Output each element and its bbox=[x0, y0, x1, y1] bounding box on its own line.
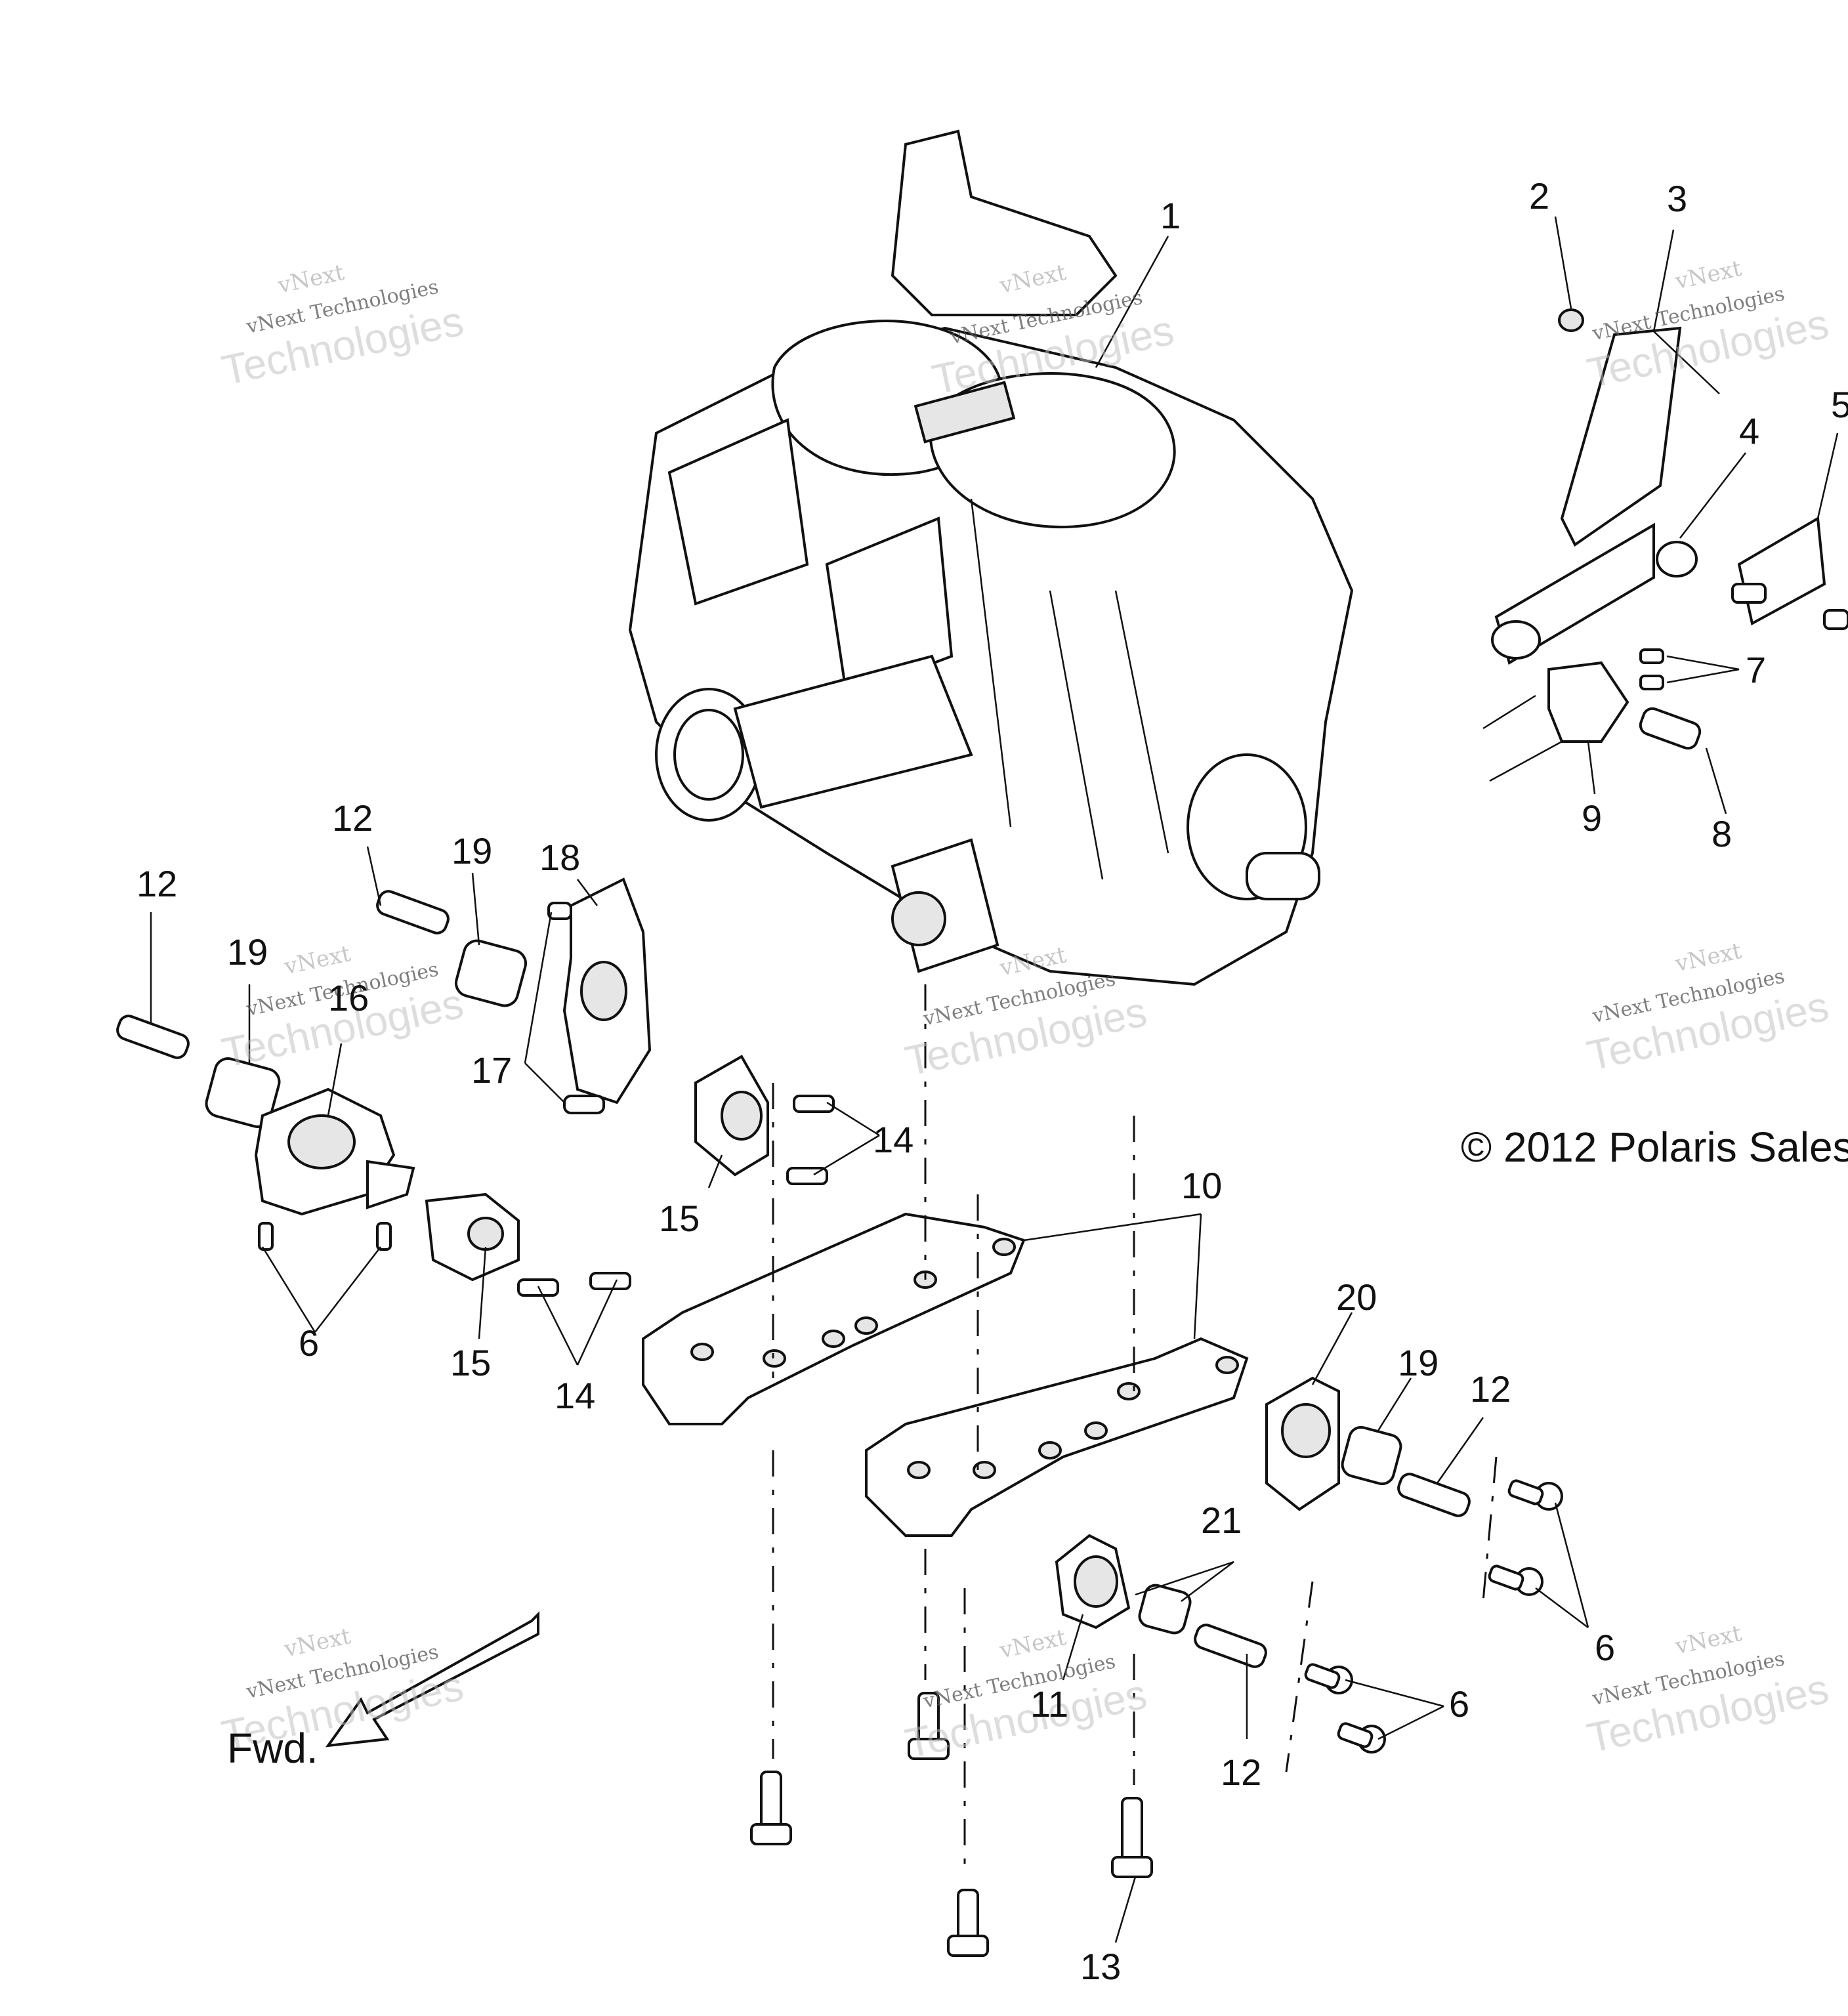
callout-9: 9 bbox=[1582, 797, 1602, 839]
callout-10: 10 bbox=[1181, 1165, 1222, 1206]
svg-text:vNext: vNext bbox=[997, 1624, 1068, 1664]
callout-17: 17 bbox=[471, 1049, 512, 1091]
callout-6-bottom: 6 bbox=[1449, 1683, 1469, 1725]
engine-assembly bbox=[628, 129, 1354, 986]
callout-8: 8 bbox=[1712, 813, 1732, 854]
mount-bracket-front bbox=[642, 1212, 1026, 1425]
callout-6-left: 6 bbox=[299, 1322, 319, 1364]
callout-15-upper: 15 bbox=[659, 1198, 700, 1239]
svg-text:vNext: vNext bbox=[1672, 255, 1744, 295]
callout-20: 20 bbox=[1336, 1276, 1377, 1318]
callout-labels: 1 2 3 4 5 6 6 6 7 8 9 10 11 12 12 12 12 … bbox=[136, 175, 1848, 1987]
callout-19-a: 19 bbox=[227, 931, 268, 973]
callout-21: 21 bbox=[1201, 1500, 1242, 1541]
callout-14-lower: 14 bbox=[555, 1375, 595, 1416]
callout-12-b: 12 bbox=[332, 797, 373, 839]
callout-3: 3 bbox=[1667, 178, 1687, 219]
forward-arrow bbox=[325, 1611, 539, 1748]
callout-16: 16 bbox=[328, 977, 369, 1018]
copyright-text: © 2012 Polaris Sales I bbox=[1461, 1124, 1848, 1171]
svg-text:vNext: vNext bbox=[282, 1623, 353, 1663]
svg-text:vNext: vNext bbox=[282, 940, 353, 980]
callout-19-b: 19 bbox=[452, 830, 492, 872]
callout-12-a: 12 bbox=[136, 863, 177, 904]
alignment-lines bbox=[772, 984, 1498, 1877]
leader-lines bbox=[150, 216, 1839, 1943]
callout-7: 7 bbox=[1746, 649, 1766, 690]
callout-14-upper: 14 bbox=[873, 1119, 914, 1160]
svg-text:vNext: vNext bbox=[275, 259, 346, 299]
callout-11: 11 bbox=[1030, 1683, 1068, 1725]
callout-6-right: 6 bbox=[1595, 1627, 1615, 1668]
forward-label: Fwd. bbox=[227, 1725, 318, 1772]
callout-2: 2 bbox=[1529, 175, 1549, 217]
callout-12-c: 12 bbox=[1470, 1368, 1511, 1410]
svg-text:vNext: vNext bbox=[1672, 1620, 1744, 1660]
bottom-bolts bbox=[750, 1692, 1153, 1957]
callout-4: 4 bbox=[1739, 410, 1759, 452]
callout-15-lower: 15 bbox=[450, 1342, 491, 1383]
callout-19-c: 19 bbox=[1398, 1342, 1438, 1383]
callout-18: 18 bbox=[539, 837, 580, 878]
svg-text:vNext: vNext bbox=[1672, 938, 1744, 978]
callout-5: 5 bbox=[1831, 384, 1848, 425]
mount-bracket-rear bbox=[865, 1337, 1249, 1537]
torque-rod-parts bbox=[1482, 308, 1848, 782]
callout-1: 1 bbox=[1160, 195, 1181, 236]
callout-13: 13 bbox=[1080, 1946, 1121, 1987]
callout-12-d: 12 bbox=[1221, 1752, 1261, 1793]
